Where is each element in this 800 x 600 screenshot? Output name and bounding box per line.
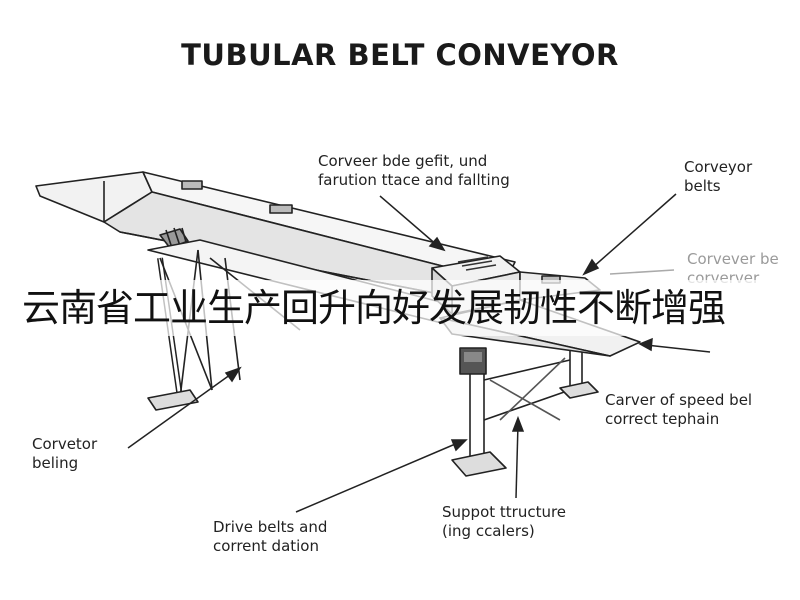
left-foot xyxy=(147,389,199,411)
callout-speed-belt: Carver of speed bel correct tephain xyxy=(605,391,753,428)
callout-belt-guide: Corveer bde gefit, und farution ttace an… xyxy=(318,152,510,189)
callout-drive-belts: Drive belts and corrent dation xyxy=(213,518,328,555)
tube-clamp xyxy=(269,204,293,214)
callout-conveyor-belts: Corveyor belts xyxy=(684,158,753,195)
callout-conveyor-belting: Corvetor beling xyxy=(32,435,98,472)
callout-support-structure: Suppot ttructure (ing ccalers) xyxy=(442,503,567,540)
right-foot xyxy=(451,451,507,477)
diagram-title: TUBULAR BELT CONVEYOR xyxy=(181,38,619,72)
banner-backdrop xyxy=(0,280,800,336)
banner-headline: 云南省工业生产回升向好发展韧性不断增强 xyxy=(22,286,726,330)
right-foot-rear xyxy=(559,381,599,399)
tube-clamp xyxy=(181,180,203,190)
